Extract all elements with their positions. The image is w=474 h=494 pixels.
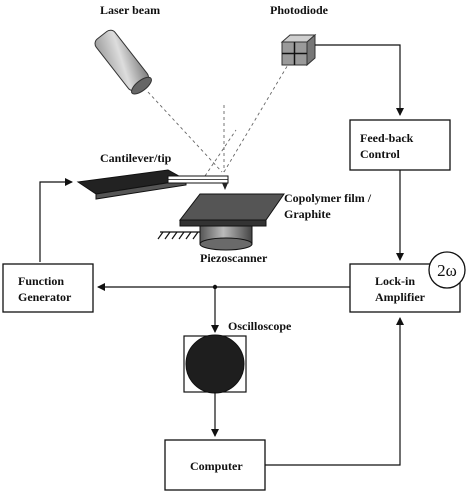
- feedback-control-line1: Feed-back: [360, 131, 414, 145]
- piezoscanner-label: Piezoscanner: [200, 251, 268, 265]
- computer-label: Computer: [190, 459, 243, 473]
- copolymer-label-line2: Graphite: [284, 207, 331, 221]
- lockin-amplifier-line1: Lock-in: [375, 274, 415, 288]
- two-omega-circle: [428, 251, 466, 289]
- laser-incident-beam: [147, 91, 223, 173]
- two-omega-label: 2ω: [437, 261, 457, 280]
- sample-stage-icon: [178, 193, 285, 251]
- cantilever-tip-label: Cantilever/tip: [100, 151, 172, 165]
- generator-to-cantilever-arrow: [39, 178, 73, 262]
- oscilloscope-icon: [183, 334, 247, 394]
- feedback-control-box: [349, 119, 451, 171]
- laser-reflected-beam-secondary: [204, 129, 237, 177]
- function-generator-box: [2, 263, 94, 313]
- oscilloscope-label: Oscilloscope: [228, 319, 292, 333]
- lockin-amplifier-line2: Amplifier: [375, 290, 426, 304]
- laser-beam-label: Laser beam: [100, 3, 160, 17]
- photodiode-icon: [280, 33, 317, 67]
- photodiode-label: Photodiode: [270, 3, 329, 17]
- function-generator-line2: Generator: [18, 290, 72, 304]
- laser-source-icon: [94, 29, 152, 95]
- computer-to-lockin-arrow: [265, 317, 404, 466]
- function-generator-line1: Function: [18, 274, 64, 288]
- copolymer-label-line1: Copolymer film /: [284, 191, 372, 205]
- photodiode-to-feedback-arrow: [315, 44, 404, 116]
- ground-icon: [157, 231, 200, 240]
- laser-reflected-beam: [223, 57, 293, 173]
- cantilever-icon: [76, 169, 229, 200]
- computer-box: [164, 439, 266, 491]
- feedback-control-line2: Control: [360, 147, 400, 161]
